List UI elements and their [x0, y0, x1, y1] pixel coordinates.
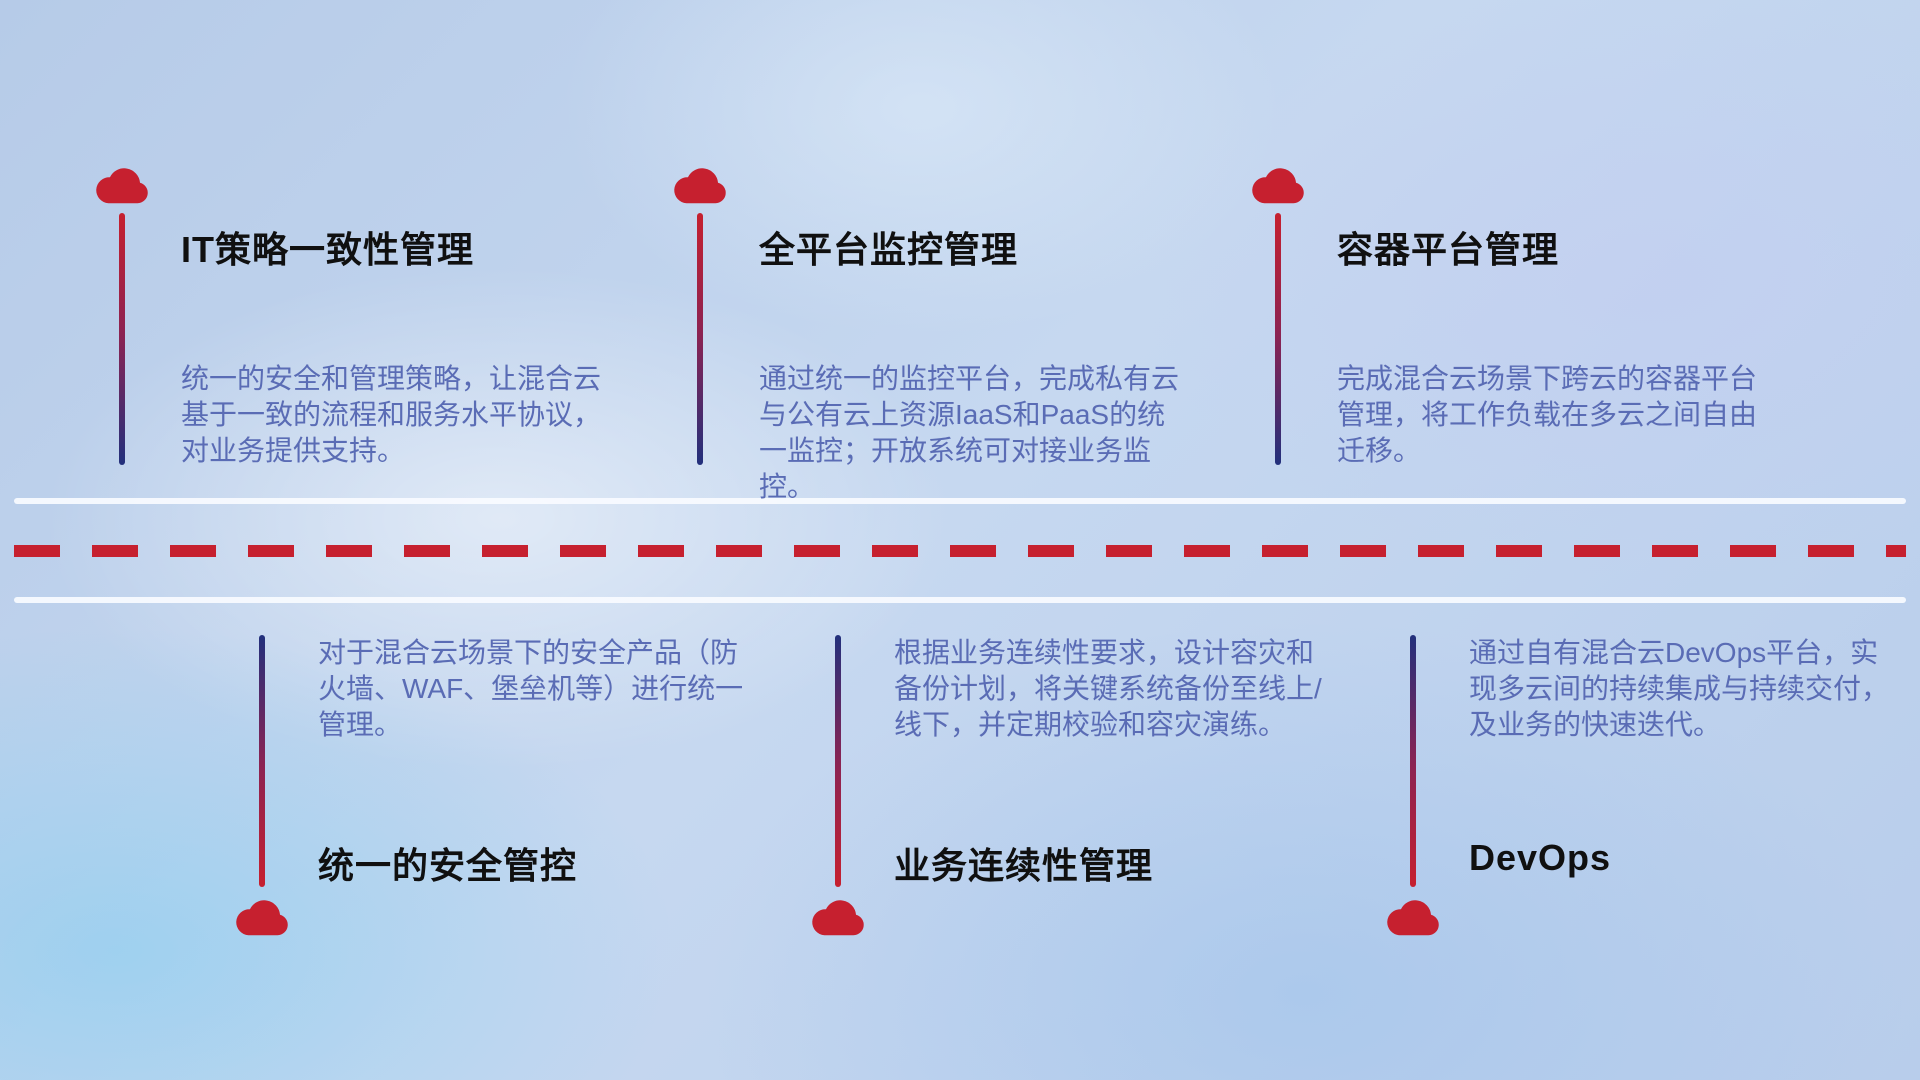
timeline-solid-line-bottom — [14, 597, 1906, 603]
feature-business-continuity: 根据业务连续性要求，设计容灾和备份计划，将关键系统备份至线上/线下，并定期校验和… — [810, 625, 1322, 955]
cloud-icon — [1250, 165, 1308, 207]
connector-line — [1410, 635, 1416, 887]
timeline-dashed-red-line — [14, 545, 1906, 557]
feature-title: DevOps — [1469, 837, 1612, 878]
feature-it-policy-management: IT策略一致性管理 统一的安全和管理策略，让混合云基于一致的流程和服务水平协议，… — [94, 165, 601, 495]
cloud-icon — [810, 897, 868, 939]
feature-description: 通过自有混合云DevOps平台，实现多云间的持续集成与持续交付，及业务的快速迭代… — [1469, 637, 1890, 740]
connector-line — [697, 213, 703, 465]
timeline-solid-line-top — [14, 498, 1906, 504]
feature-description: 根据业务连续性要求，设计容灾和备份计划，将关键系统备份至线上/线下，并定期校验和… — [894, 637, 1322, 740]
feature-title: IT策略一致性管理 — [181, 229, 474, 270]
feature-container-platform: 容器平台管理 完成混合云场景下跨云的容器平台管理，将工作负载在多云之间自由迁移。 — [1250, 165, 1757, 495]
connector-line — [1275, 213, 1281, 465]
cloud-icon — [1385, 897, 1443, 939]
connector-line — [119, 213, 125, 465]
connector-line — [259, 635, 265, 887]
feature-title: 业务连续性管理 — [894, 845, 1154, 886]
feature-description: 完成混合云场景下跨云的容器平台管理，将工作负载在多云之间自由迁移。 — [1337, 363, 1758, 466]
connector-line — [835, 635, 841, 887]
cloud-icon — [234, 897, 292, 939]
feature-description: 对于混合云场景下的安全产品（防火墙、WAF、堡垒机等）进行统一管理。 — [318, 637, 744, 740]
feature-title: 容器平台管理 — [1337, 229, 1560, 270]
feature-description: 通过统一的监控平台，完成私有云与公有云上资源IaaS和PaaS的统一监控；开放系… — [759, 363, 1180, 502]
feature-platform-monitoring: 全平台监控管理 通过统一的监控平台，完成私有云与公有云上资源IaaS和PaaS的… — [672, 165, 1179, 502]
cloud-icon — [672, 165, 730, 207]
feature-description: 统一的安全和管理策略，让混合云基于一致的流程和服务水平协议，对业务提供支持。 — [181, 363, 602, 466]
feature-devops: 通过自有混合云DevOps平台，实现多云间的持续集成与持续交付，及业务的快速迭代… — [1385, 625, 1889, 955]
feature-title: 统一的安全管控 — [318, 845, 578, 886]
feature-title: 全平台监控管理 — [759, 229, 1019, 270]
cloud-icon — [94, 165, 152, 207]
feature-security-control: 对于混合云场景下的安全产品（防火墙、WAF、堡垒机等）进行统一管理。 统一的安全… — [234, 625, 743, 955]
